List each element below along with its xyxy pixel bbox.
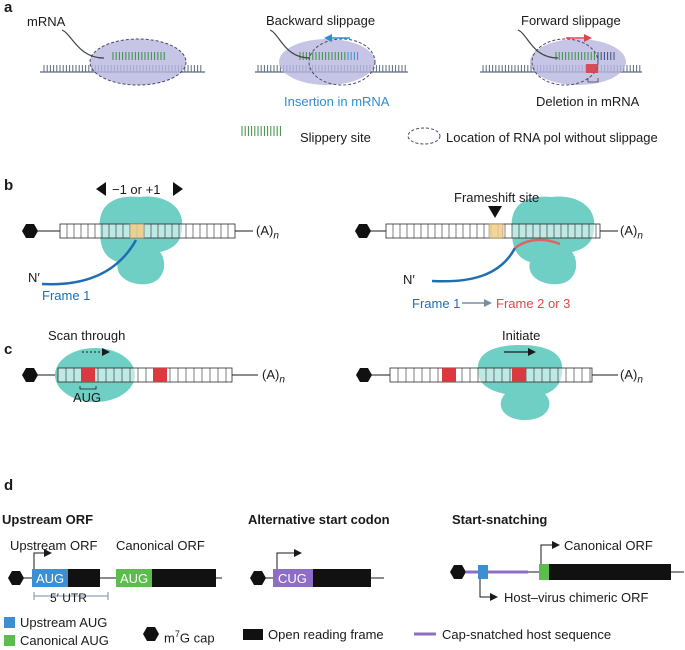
- panel-label-b: b: [4, 177, 14, 194]
- upstream-orf-arrow-label: Upstream ORF: [10, 538, 98, 553]
- mrna-tape-c-right: [389, 367, 593, 383]
- codon-highlight: [129, 223, 145, 239]
- cap-icon: [250, 571, 266, 585]
- scan-through-label: Scan through: [48, 328, 126, 343]
- insertion-label: Insertion in mRNA: [284, 94, 390, 109]
- canonical-aug-legend: Canonical AUG: [20, 633, 109, 648]
- aug-label: AUG: [73, 390, 102, 405]
- canonical-orf-snatch-label: Canonical ORF: [564, 538, 653, 553]
- start-snatching-title: Start-snatching: [452, 512, 548, 527]
- frameshift-site-label: Frameshift site: [454, 190, 540, 205]
- deletion-label: Deletion in mRNA: [536, 94, 640, 109]
- cap-snatched-legend-label: Cap-snatched host sequence: [442, 627, 612, 642]
- panel-label-a: a: [4, 0, 13, 16]
- cap-icon: [8, 571, 24, 585]
- panel-c-graphics: [22, 345, 618, 420]
- canonical-orf-label: Canonical ORF: [116, 538, 205, 553]
- frame1-label: Frame 1: [42, 288, 91, 303]
- panel-label-d: d: [4, 477, 14, 494]
- upstream-aug-swatch: [4, 617, 15, 628]
- orf-legend-label: Open reading frame: [268, 627, 384, 642]
- utr-label: 5′ UTR: [50, 591, 87, 605]
- alt-start-title: Alternative start codon: [248, 512, 390, 527]
- ribosome-initiating: [477, 345, 563, 420]
- ribosome-left: [99, 196, 183, 285]
- panel-a-graphics: [40, 29, 642, 145]
- n-terminus-label: N′: [403, 272, 415, 287]
- forward-slippage-title: Forward slippage: [521, 13, 621, 28]
- panel-b-graphics: [22, 182, 618, 307]
- canonical-aug-text: AUG: [120, 571, 149, 586]
- canonical-aug-box: [116, 569, 152, 587]
- cap-icon: [450, 565, 466, 579]
- right-triangle-icon: [173, 182, 183, 196]
- cap-icon: [355, 224, 371, 238]
- cug-box: [273, 569, 313, 587]
- peptide-frame2-3: [514, 238, 561, 250]
- panel-d-graphics: [4, 541, 684, 646]
- cap-legend-icon: [143, 627, 159, 641]
- chimeric-orf-label: Host–virus chimeric ORF: [504, 590, 649, 605]
- frame1-label: Frame 1: [412, 296, 461, 311]
- poly-a-label: (A)n: [256, 223, 279, 242]
- alt-orf-block: [313, 569, 371, 587]
- dna-strand-2: [255, 29, 408, 86]
- upstream-aug-box: [32, 569, 68, 587]
- poly-a-label: (A)n: [620, 367, 643, 386]
- cap-icon: [22, 224, 38, 238]
- upstream-orf-title: Upstream ORF: [2, 512, 94, 527]
- orf-swatch: [243, 629, 263, 640]
- cug-text: CUG: [278, 571, 307, 586]
- cap-legend-label: m7G cap: [164, 629, 215, 646]
- upstream-orf-block: [68, 569, 100, 587]
- slippery-site-legend-label: Slippery site: [300, 130, 371, 145]
- panel-label-c: c: [4, 341, 13, 358]
- pol-location-legend-label: Location of RNA pol without slippage: [446, 130, 658, 145]
- upstream-aug-text: AUG: [36, 571, 65, 586]
- upstream-aug-legend: Upstream AUG: [20, 615, 108, 630]
- cap-icon: [356, 368, 372, 382]
- snatch-upstream-aug: [478, 565, 488, 579]
- canonical-aug-swatch: [4, 635, 15, 646]
- down-triangle-icon: [488, 206, 502, 218]
- left-triangle-icon: [96, 182, 106, 196]
- canonical-orf-block: [152, 569, 216, 587]
- backward-slippage-title: Backward slippage: [266, 13, 376, 28]
- cap-icon: [22, 368, 38, 382]
- snatch-orf-block: [549, 564, 671, 580]
- initiate-label: Initiate: [502, 328, 541, 343]
- slippery-site-legend-icon: [241, 126, 281, 136]
- snatch-canonical-aug: [539, 564, 549, 580]
- peptide-frame1: [41, 239, 138, 286]
- shift-label: −1 or +1: [112, 182, 161, 197]
- frame23-label: Frame 2 or 3: [496, 296, 571, 311]
- poly-a-label: (A)n: [620, 223, 643, 242]
- mrna-tape-b-left: [59, 223, 236, 239]
- pol-location-legend-icon: [407, 127, 441, 145]
- mrna-label: mRNA: [27, 14, 66, 29]
- n-terminus-label: N′: [28, 270, 40, 285]
- peptide-frame1: [431, 247, 517, 283]
- dna-strand-3: [480, 29, 642, 86]
- poly-a-label: (A)n: [262, 367, 285, 386]
- dna-strand-1: [40, 29, 205, 86]
